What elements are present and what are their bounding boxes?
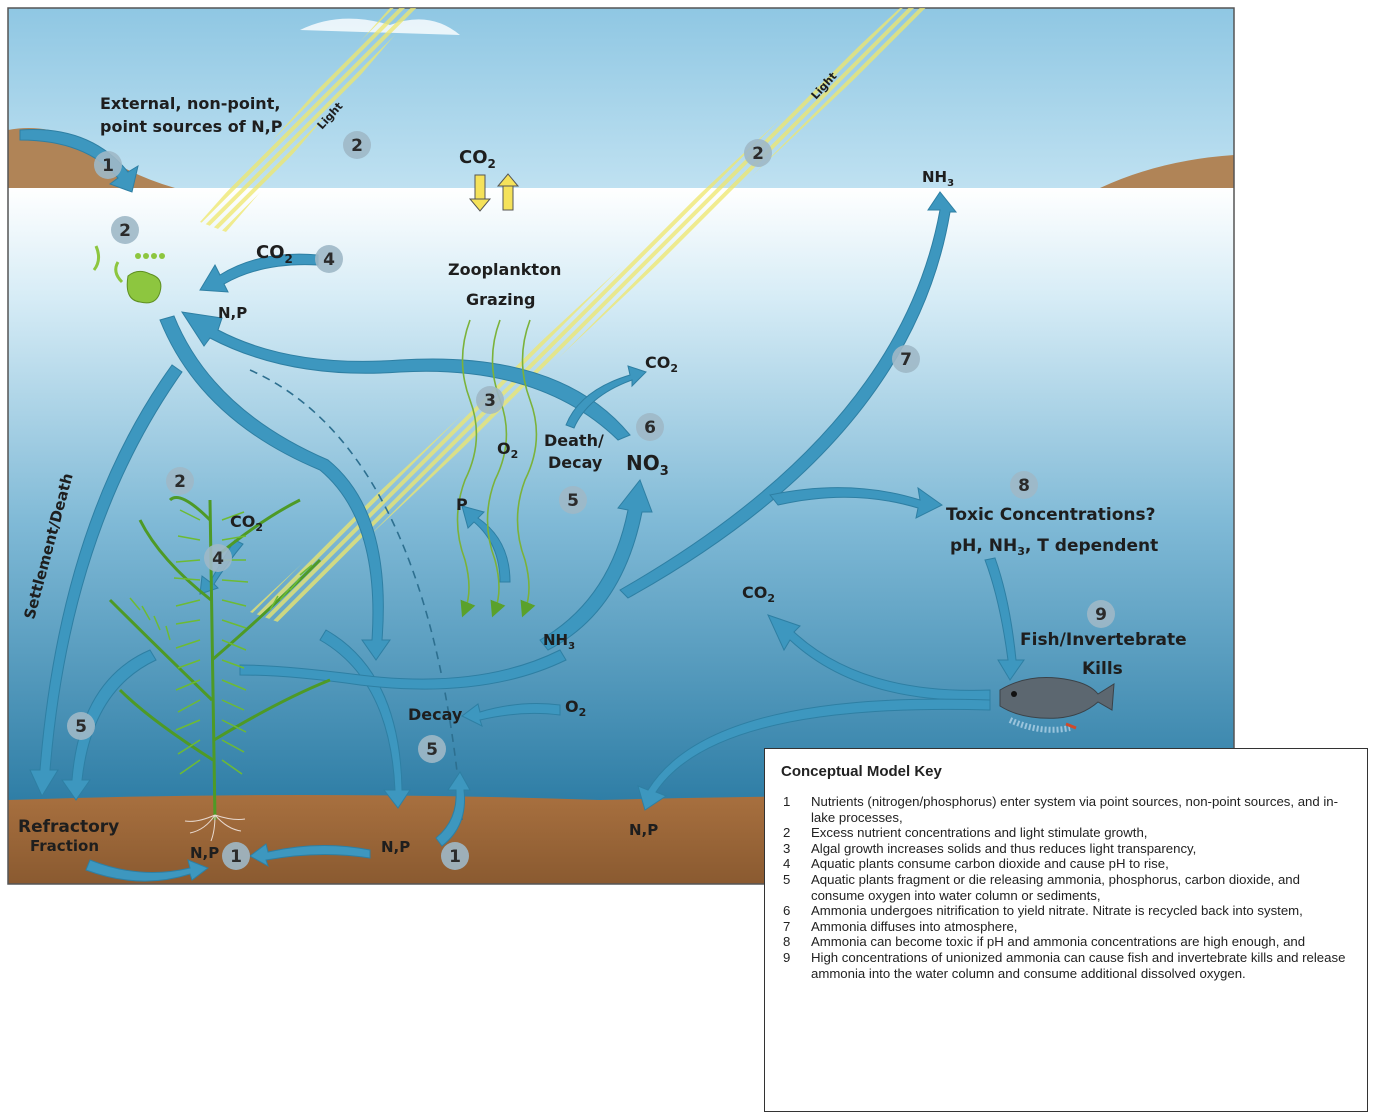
marker-3-zooplankton: 3: [484, 391, 496, 411]
conceptual-model-key: Conceptual Model Key 1Nutrients (nitroge…: [764, 748, 1368, 1112]
label-np-sediment: N,P: [381, 838, 410, 856]
marker-4-plant-co2: 4: [212, 549, 224, 569]
key-item-number: 1: [781, 794, 811, 825]
key-item-number: 7: [781, 919, 811, 935]
label-grazing: Grazing: [466, 290, 535, 309]
key-item-number: 6: [781, 903, 811, 919]
label-np-right: N,P: [629, 821, 658, 839]
key-item-number: 3: [781, 841, 811, 857]
key-item-number: 8: [781, 934, 811, 950]
label-decay-lower: Decay: [408, 705, 463, 724]
label-refractory: Refractory: [18, 817, 119, 837]
key-item-text: Aquatic plants consume carbon dioxide an…: [811, 856, 1351, 872]
key-item-text: Ammonia diffuses into atmosphere,: [811, 919, 1351, 935]
label-np-roots: N,P: [190, 844, 219, 862]
key-item: 3Algal growth increases solids and thus …: [781, 841, 1351, 857]
key-item: 4Aquatic plants consume carbon dioxide a…: [781, 856, 1351, 872]
key-list: 1Nutrients (nitrogen/phosphorus) enter s…: [781, 794, 1351, 981]
marker-5-death-decay: 5: [567, 491, 579, 511]
key-item: 6Ammonia undergoes nitrification to yiel…: [781, 903, 1351, 919]
key-item-text: Ammonia undergoes nitrification to yield…: [811, 903, 1351, 919]
marker-1-sediment: 1: [449, 847, 461, 867]
marker-2-light-left: 2: [351, 136, 363, 156]
label-death: Death/: [544, 431, 604, 450]
key-item-text: Nutrients (nitrogen/phosphorus) enter sy…: [811, 794, 1351, 825]
key-item-text: Aquatic plants fragment or die releasing…: [811, 872, 1351, 903]
marker-8-toxic: 8: [1018, 476, 1030, 496]
label-np-algae: N,P: [218, 304, 247, 322]
marker-1-external: 1: [102, 156, 114, 176]
marker-9-fish: 9: [1095, 605, 1107, 625]
marker-2-plant: 2: [174, 472, 186, 492]
key-item: 5Aquatic plants fragment or die releasin…: [781, 872, 1351, 903]
key-item-text: Ammonia can become toxic if pH and ammon…: [811, 934, 1351, 950]
label-toxic-dependence: pH, NH3, T dependent: [950, 536, 1158, 558]
key-item-number: 9: [781, 950, 811, 981]
label-external-sources-line2: point sources of N,P: [100, 117, 283, 136]
marker-5-plant-fragment: 5: [75, 717, 87, 737]
marker-2-algae: 2: [119, 221, 131, 241]
marker-6-nitrification: 6: [644, 418, 656, 438]
key-item-number: 4: [781, 856, 811, 872]
key-item-number: 5: [781, 872, 811, 903]
key-item: 7Ammonia diffuses into atmosphere,: [781, 919, 1351, 935]
marker-5-decay: 5: [426, 740, 438, 760]
key-item-text: High concentrations of unionized ammonia…: [811, 950, 1351, 981]
marker-2-light-right: 2: [752, 144, 764, 164]
key-item-number: 2: [781, 825, 811, 841]
key-item: 2Excess nutrient concentrations and ligh…: [781, 825, 1351, 841]
label-decay-upper: Decay: [548, 453, 603, 472]
label-external-sources-line1: External, non-point,: [100, 94, 280, 113]
label-zooplankton: Zooplankton: [448, 260, 561, 279]
key-item-text: Algal growth increases solids and thus r…: [811, 841, 1351, 857]
label-toxic-concentrations: Toxic Concentrations?: [946, 505, 1155, 525]
key-item: 1Nutrients (nitrogen/phosphorus) enter s…: [781, 794, 1351, 825]
marker-4-algae-co2: 4: [323, 250, 335, 270]
key-item: 9High concentrations of unionized ammoni…: [781, 950, 1351, 981]
marker-1-roots: 1: [230, 847, 242, 867]
key-item-text: Excess nutrient concentrations and light…: [811, 825, 1351, 841]
label-fish-invertebrate: Fish/Invertebrate: [1020, 630, 1187, 650]
label-kills: Kills: [1082, 659, 1123, 679]
key-title: Conceptual Model Key: [781, 763, 1351, 780]
key-item: 8Ammonia can become toxic if pH and ammo…: [781, 934, 1351, 950]
label-fraction: Fraction: [30, 837, 99, 855]
label-p: P: [456, 495, 468, 514]
marker-7-diffusion: 7: [900, 350, 912, 370]
